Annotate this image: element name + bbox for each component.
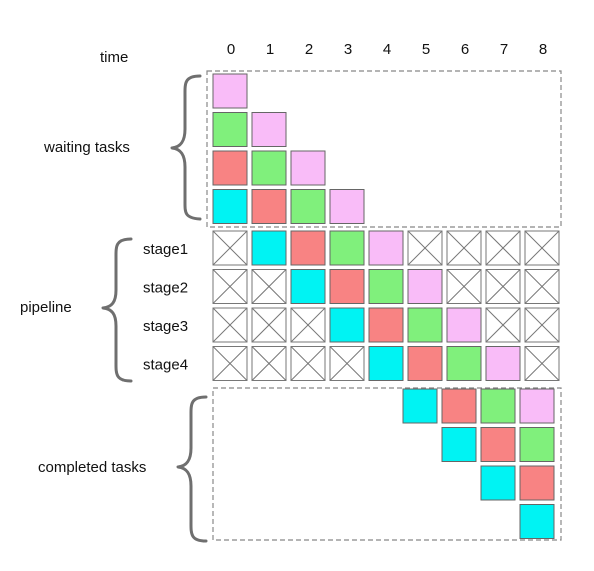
pipeline-empty-slot: [407, 230, 443, 266]
stage-label: stage3: [143, 318, 188, 335]
waiting-task-red: [212, 150, 248, 186]
pipeline-task-red: [329, 269, 365, 304]
time-tick: 4: [383, 41, 391, 58]
completed-task-red: [441, 388, 477, 424]
pipeline-task-cyan: [368, 346, 404, 381]
pipeline-empty-slot: [446, 269, 482, 304]
pipeline-empty-slot: [212, 346, 248, 381]
pipeline-empty-slot: [290, 307, 326, 343]
pipeline-empty-slot: [485, 230, 521, 266]
stage-labels: stage1 stage2 stage3 stage4: [143, 241, 188, 374]
pipeline-empty-slot: [524, 307, 560, 343]
completed-tasks-cells: [402, 388, 555, 539]
pipeline-cells: [212, 230, 560, 381]
time-tick: 0: [227, 41, 235, 58]
waiting-task-green: [290, 189, 326, 224]
waiting-task-green: [212, 112, 248, 147]
pipeline-empty-slot: [212, 269, 248, 304]
pipeline-task-green: [368, 269, 404, 304]
pipeline-task-red: [290, 230, 326, 266]
completed-task-cyan: [441, 427, 477, 462]
pipeline-empty-slot: [524, 230, 560, 266]
pipeline-task-pink: [368, 230, 404, 266]
time-tick: 8: [539, 41, 547, 58]
pipeline-task-pink: [407, 269, 443, 304]
stage-label: stage1: [143, 241, 188, 258]
time-tick: 2: [305, 41, 313, 58]
pipeline-empty-slot: [251, 269, 287, 304]
waiting-task-cyan: [212, 189, 248, 224]
pipeline-task-cyan: [290, 269, 326, 304]
waiting-tasks-cells: [212, 73, 365, 224]
pipeline-task-red: [368, 307, 404, 343]
waiting-task-pink: [212, 73, 248, 109]
pipeline-empty-slot: [446, 230, 482, 266]
pipeline-task-green: [446, 346, 482, 381]
pipeline-label: pipeline: [20, 299, 72, 316]
pipeline-empty-slot: [212, 307, 248, 343]
stage-label: stage4: [143, 357, 188, 374]
waiting-task-pink: [290, 150, 326, 186]
pipeline-task-green: [407, 307, 443, 343]
time-tick: 7: [500, 41, 508, 58]
time-tick: 1: [266, 41, 274, 58]
pipeline-empty-slot: [524, 269, 560, 304]
pipeline-empty-slot: [485, 269, 521, 304]
pipeline-brace: [101, 237, 133, 383]
time-tick: 3: [344, 41, 352, 58]
waiting-task-pink: [329, 189, 365, 224]
completed-task-cyan: [480, 465, 516, 501]
waiting-tasks-brace: [170, 74, 202, 221]
time-tick: 6: [461, 41, 469, 58]
pipeline-empty-slot: [251, 346, 287, 381]
stage-label: stage2: [143, 280, 188, 297]
time-tick: 5: [422, 41, 430, 58]
pipeline-task-green: [329, 230, 365, 266]
pipeline-empty-slot: [290, 346, 326, 381]
completed-tasks-region: [212, 387, 562, 541]
waiting-task-red: [251, 189, 287, 224]
pipeline-task-pink: [446, 307, 482, 343]
completed-task-red: [519, 465, 555, 501]
completed-tasks-label: completed tasks: [38, 459, 146, 476]
completed-task-cyan: [402, 388, 438, 424]
pipeline-empty-slot: [251, 307, 287, 343]
pipeline-empty-slot: [329, 346, 365, 381]
waiting-tasks-label: waiting tasks: [43, 139, 130, 156]
waiting-task-green: [251, 150, 287, 186]
completed-task-green: [480, 388, 516, 424]
completed-task-cyan: [519, 504, 555, 539]
waiting-tasks-region: [206, 70, 562, 228]
pipeline-task-pink: [485, 346, 521, 381]
pipeline-task-cyan: [329, 307, 365, 343]
completed-task-green: [519, 427, 555, 462]
time-label: time: [100, 49, 128, 66]
completed-task-red: [480, 427, 516, 462]
pipeline-empty-slot: [524, 346, 560, 381]
pipeline-task-cyan: [251, 230, 287, 266]
completed-tasks-brace: [176, 395, 208, 543]
completed-task-pink: [519, 388, 555, 424]
waiting-task-pink: [251, 112, 287, 147]
pipeline-empty-slot: [485, 307, 521, 343]
pipeline-empty-slot: [212, 230, 248, 266]
pipeline-task-red: [407, 346, 443, 381]
time-axis: 0 1 2 3 4 5 6 7 8: [227, 41, 547, 58]
